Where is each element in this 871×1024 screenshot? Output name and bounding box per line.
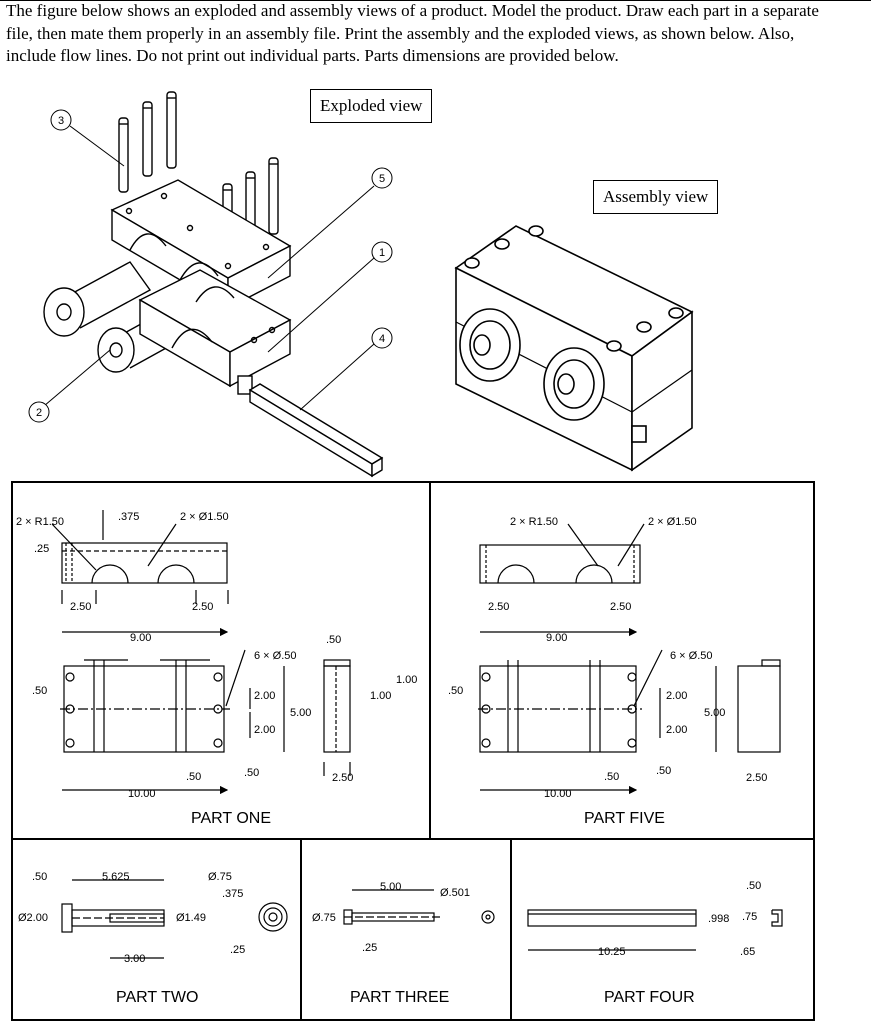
- part-four-title: PART FOUR: [604, 989, 695, 1006]
- p4-length: 10.25: [598, 946, 626, 958]
- p5-side-width: 2.50: [746, 772, 767, 784]
- p1-spacing-2a: 2.00: [254, 690, 275, 702]
- p4-065: .65: [740, 946, 755, 958]
- p5-height: 5.00: [704, 707, 725, 719]
- p2-050: .50: [32, 871, 47, 883]
- p5-radius: 2 × R1.50: [510, 516, 558, 528]
- p5-spacing-b: 2.50: [610, 601, 631, 613]
- upper-block-part-five: [110, 179, 292, 310]
- drawing-frames: [11, 481, 815, 1021]
- p1-375: .375: [118, 511, 139, 523]
- part-five-title: PART FIVE: [584, 810, 665, 827]
- p2-5625: 5.625: [102, 871, 130, 883]
- p5-holes: 6 × Ø.50: [670, 650, 713, 662]
- p1-radius: 2 × R1.50: [16, 516, 64, 528]
- part-balloons: 3 5 1 4 2: [28, 109, 393, 423]
- p3-025: .25: [362, 942, 377, 954]
- p3-dia: Ø.501: [440, 887, 470, 899]
- part-four-drawing: [527, 909, 783, 951]
- part-four-dimensions: .50 .998 .75 10.25 .65 PART FOUR: [598, 880, 761, 1006]
- p2-bore: Ø1.49: [176, 912, 206, 924]
- part-five-dimensions: 2 × R1.50 2 × Ø1.50 2.50 2.50 9.00 6 × Ø…: [448, 516, 767, 827]
- p5-length: 9.00: [546, 632, 567, 644]
- balloon-2: 2: [36, 407, 42, 419]
- lower-block-part-one: [138, 269, 292, 395]
- p2-dia-075: Ø.75: [208, 871, 232, 883]
- assembly-view-label: Assembly view: [593, 180, 719, 214]
- part-one-dimensions: 2 × R1.50 .375 2 × Ø1.50 .25 2.50 2.50 9…: [16, 511, 417, 827]
- p1-key-b: 1.00: [370, 690, 391, 702]
- assembly-view-drawing: [454, 225, 694, 472]
- part-five-drawing: [478, 523, 781, 795]
- p4-0998: .998: [708, 913, 729, 925]
- part-three-title: PART THREE: [350, 989, 449, 1006]
- p5-edge-a: .50: [604, 771, 619, 783]
- p3-head-dia: Ø.75: [312, 912, 336, 924]
- balloon-3: 3: [58, 115, 64, 127]
- part-two-dimensions: .50 5.625 Ø2.00 Ø1.49 3.00 Ø.75 .375 .25…: [18, 871, 245, 1006]
- part-three-dimensions: 5.00 Ø.501 Ø.75 .25 PART THREE: [312, 881, 470, 1006]
- pin-set-left: [118, 91, 177, 193]
- p1-total-length: 10.00: [128, 788, 156, 800]
- p4-050: .50: [746, 880, 761, 892]
- p5-050-left: .50: [448, 685, 463, 697]
- p1-050-left: .50: [32, 685, 47, 697]
- p1-holes: 6 × Ø.50: [254, 650, 297, 662]
- top-rule: [0, 0, 871, 1]
- p1-edge-b: .50: [244, 767, 259, 779]
- p2-025: .25: [230, 944, 245, 956]
- part-one-drawing: [51, 510, 351, 795]
- p1-spacing-a: 2.50: [70, 601, 91, 613]
- p5-edge-b: .50: [656, 765, 671, 777]
- p2-0375: .375: [222, 888, 243, 900]
- part-one-title: PART ONE: [191, 810, 271, 827]
- p1-dia: 2 × Ø1.50: [180, 511, 229, 523]
- exploded-view-label: Exploded view: [310, 89, 433, 123]
- p1-spacing-b: 2.50: [192, 601, 213, 613]
- balloon-5: 5: [379, 173, 385, 185]
- p1-side-top: .50: [326, 634, 341, 646]
- p1-edge-a: .50: [186, 771, 201, 783]
- p1-key-a: 1.00: [396, 674, 417, 686]
- p1-height: 5.00: [290, 707, 311, 719]
- p2-dia-200: Ø2.00: [18, 912, 48, 924]
- part-two-drawing: [61, 879, 288, 959]
- p5-spacing-2b: 2.00: [666, 724, 687, 736]
- p1-length: 9.00: [130, 632, 151, 644]
- p1-side-width: 2.50: [332, 772, 353, 784]
- p4-075: .75: [742, 911, 757, 923]
- p5-spacing-a: 2.50: [488, 601, 509, 613]
- p5-total-length: 10.00: [544, 788, 572, 800]
- p1-spacing-2b: 2.00: [254, 724, 275, 736]
- assignment-instructions: The figure below shows an exploded and a…: [6, 1, 819, 65]
- part-two-title: PART TWO: [116, 989, 198, 1006]
- p5-dia: 2 × Ø1.50: [648, 516, 697, 528]
- key-bar-part-four: [248, 383, 384, 478]
- exploded-view-drawing: [43, 91, 384, 478]
- p3-length: 5.00: [380, 881, 401, 893]
- p2-300: 3.00: [124, 953, 145, 965]
- p1-025: .25: [34, 543, 49, 555]
- balloon-1: 1: [379, 247, 385, 259]
- part-three-drawing: [343, 889, 495, 925]
- balloon-4: 4: [379, 333, 385, 345]
- p5-spacing-2a: 2.00: [666, 690, 687, 702]
